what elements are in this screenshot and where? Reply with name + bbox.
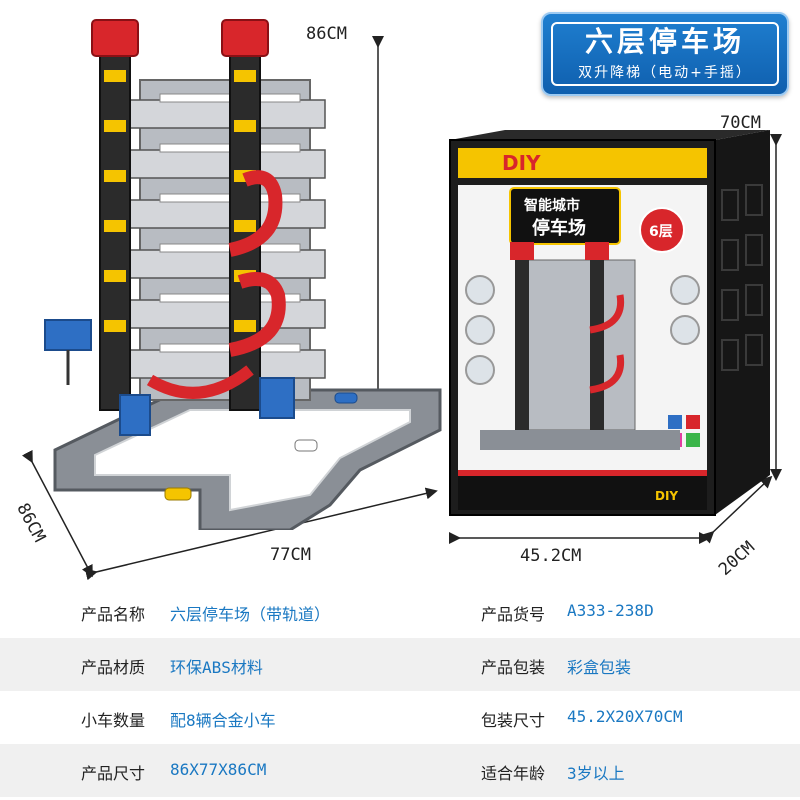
billboard	[44, 319, 92, 351]
height-dimension-label: 86CM	[306, 24, 347, 44]
box-levels-badge-text: 6层	[649, 224, 673, 240]
depth-dimension-arrow	[21, 449, 93, 578]
elevator-top-right	[221, 19, 269, 57]
spec-value: 3岁以上	[567, 764, 625, 783]
spec-label: 产品材质	[80, 658, 145, 677]
box-levels-badge	[639, 207, 685, 253]
spec-value: 环保ABS材料	[170, 658, 263, 677]
toy-car-blue	[334, 392, 358, 404]
track-inner	[94, 409, 411, 512]
title-badge: 六层停车场 双升降梯（电动+手摇）	[541, 12, 789, 96]
elevator-top-left	[91, 19, 139, 57]
spec-row: 小车数量 配8辆合金小车 包装尺寸 45.2X20X70CM	[0, 691, 800, 744]
spec-value: 86X77X86CM	[170, 760, 267, 779]
spiral-ramp-lower	[228, 272, 286, 357]
spec-row: 产品尺寸 86X77X86CM 适合年龄 3岁以上	[0, 744, 800, 797]
retail-box-illustration: DIY 智能城市 停车场 6层 DIY	[449, 130, 770, 516]
box-hazard-band	[458, 148, 707, 178]
spec-table: 产品名称 六层停车场（带轨道） 产品货号 A333-238D 产品材质 环保AB…	[0, 585, 800, 800]
box-name-line1: 智能城市	[523, 197, 580, 214]
spec-label: 适合年龄	[480, 764, 545, 783]
spec-label: 产品包装	[480, 658, 545, 677]
box-footer-band	[458, 470, 707, 510]
title-sub: 双升降梯（电动+手摇）	[578, 65, 752, 81]
title-badge-frame	[551, 22, 779, 86]
box-height-dimension-label: 70CM	[720, 113, 761, 133]
box-depth-dimension-arrow	[701, 475, 773, 544]
spec-label: 产品名称	[80, 605, 145, 624]
exit-ramp	[146, 365, 254, 399]
spec-value: 配8辆合金小车	[170, 711, 276, 730]
spec-value: 彩盒包装	[567, 658, 632, 677]
spec-label: 小车数量	[80, 711, 145, 730]
toy-car-white	[294, 439, 318, 452]
box-footer-diy: DIY	[655, 489, 678, 503]
box-side-car-grid	[721, 184, 763, 371]
spiral-ramp-upper	[228, 170, 283, 257]
entrance-gate-left	[119, 394, 151, 436]
spec-row: 产品名称 六层停车场（带轨道） 产品货号 A333-238D	[0, 585, 800, 638]
box-feature-icons	[465, 275, 700, 385]
spec-value: 45.2X20X70CM	[567, 707, 683, 726]
box-width-dimension-label: 45.2CM	[520, 546, 582, 566]
box-top	[450, 130, 770, 140]
box-track	[480, 430, 680, 450]
product-stage: 六层停车场 双升降梯（电动+手摇） 86CM 86CM 77CM 70CM 45…	[12, 12, 789, 580]
title-main: 六层停车场	[584, 25, 745, 58]
spec-value: 六层停车场（带轨道）	[170, 605, 331, 624]
box-side	[715, 130, 770, 515]
spec-row: 产品材质 环保ABS材料 产品包装 彩盒包装	[0, 638, 800, 691]
spec-label: 产品货号	[480, 605, 545, 624]
width-dimension-label: 77CM	[270, 545, 311, 565]
box-name-plate	[509, 187, 621, 245]
box-diy-text: DIY	[502, 151, 541, 175]
box-name-line2: 停车场	[532, 217, 586, 239]
spec-label: 包装尺寸	[480, 711, 545, 730]
dimension-lines	[21, 36, 782, 580]
box-mini-tower	[524, 259, 636, 431]
toy-car-yellow	[164, 487, 192, 501]
spec-label: 产品尺寸	[80, 764, 145, 783]
parking-tower-illustration	[44, 19, 442, 530]
spec-value: A333-238D	[567, 601, 654, 620]
width-dimension-arrow	[84, 487, 438, 580]
entrance-gate-right	[259, 377, 295, 419]
